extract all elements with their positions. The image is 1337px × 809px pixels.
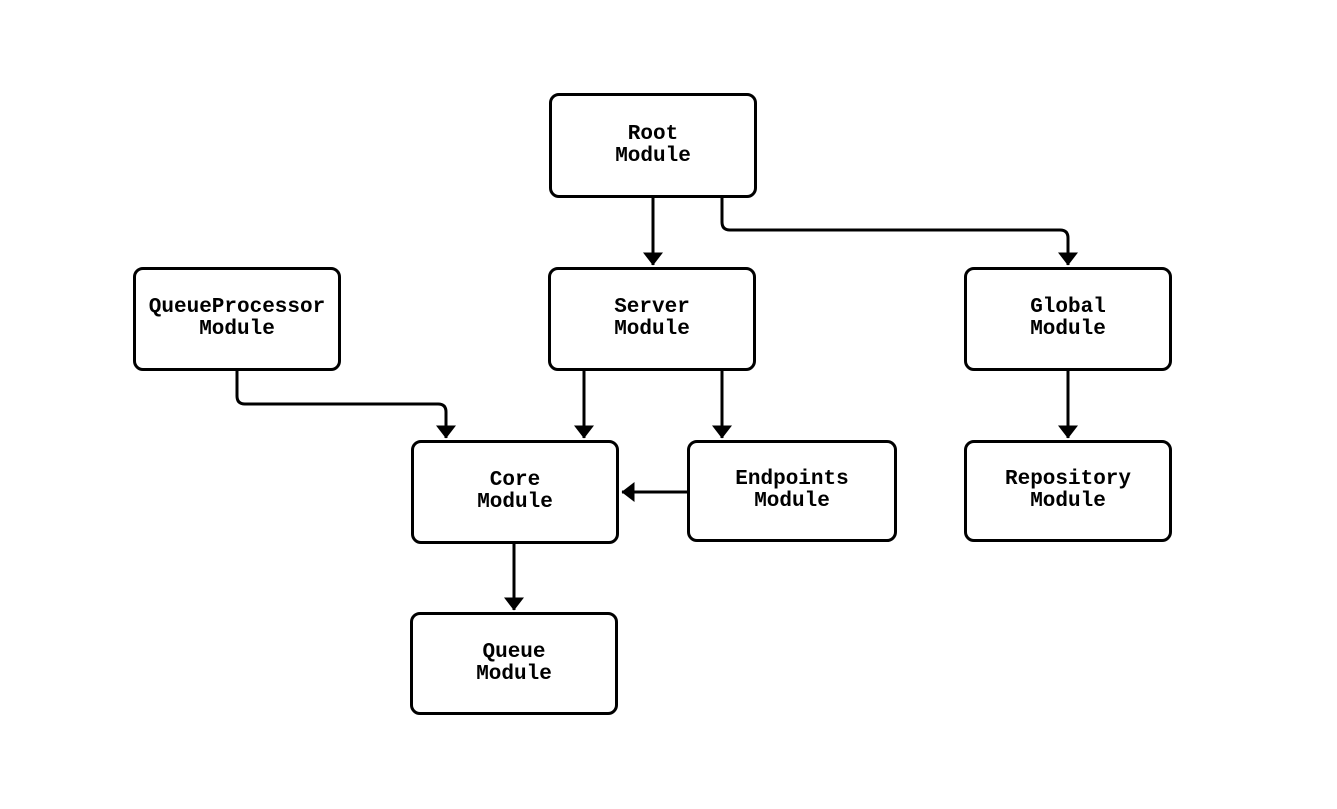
- edge-queueprocessor-to-core: [235, 371, 456, 439]
- node-label-line: Module: [199, 318, 275, 341]
- node-label-line: Core: [489, 469, 541, 492]
- node-label-line: Repository: [1004, 468, 1132, 491]
- node-label-line: Root: [627, 122, 679, 146]
- node-label-line: Server: [614, 296, 690, 319]
- node-label-line: QueueProcessor: [148, 296, 326, 319]
- node-label-line: Module: [1030, 318, 1106, 341]
- node-label-line: Module: [615, 144, 691, 168]
- node-label-line: Module: [1030, 490, 1106, 513]
- edges-group: [235, 198, 1078, 611]
- node-label-line: Module: [476, 662, 552, 686]
- edge-root-to-global: [720, 198, 1078, 266]
- node-label-line: Module: [477, 491, 553, 514]
- node-label-line: Endpoints: [735, 468, 849, 491]
- node-label-line: Module: [754, 490, 830, 513]
- node-label-line: Global: [1030, 296, 1106, 319]
- node-label-line: Queue: [482, 640, 546, 664]
- node-label-line: Module: [614, 318, 690, 341]
